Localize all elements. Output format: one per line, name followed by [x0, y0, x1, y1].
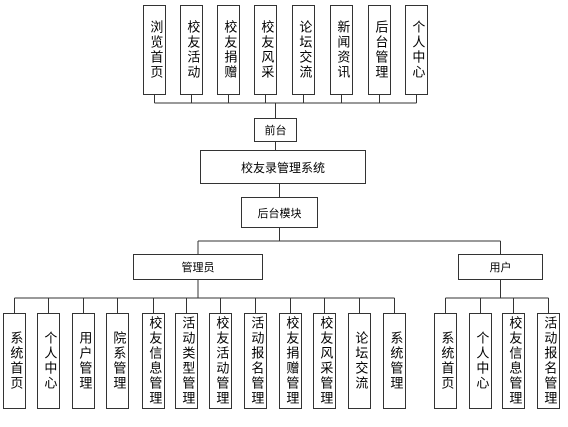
top-module-news: 新闻资讯	[330, 5, 353, 95]
top-module-backend-admin: 后台管理	[368, 5, 391, 95]
admin-module-department-management: 院系管理	[106, 313, 129, 409]
admin-module-activity-type-management: 活动类型管理	[175, 313, 198, 409]
admin-module-system-home: 系统首页	[3, 313, 26, 409]
user-module-alumni-info-management: 校友信息管理	[502, 313, 525, 409]
admin-module-forum: 论坛交流	[348, 313, 371, 409]
system-node: 校友录管理系统	[200, 150, 366, 184]
admin-module-system-management: 系统管理	[383, 313, 406, 409]
top-module-alumni-showcase: 校友风采	[254, 5, 277, 95]
admin-module-alumni-showcase-management: 校友风采管理	[313, 313, 336, 409]
user-module-activity-signup-management: 活动报名管理	[537, 313, 560, 409]
top-module-personal-center: 个人中心	[405, 5, 428, 95]
top-module-alumni-activities: 校友活动	[180, 5, 203, 95]
user-node: 用户	[458, 254, 543, 280]
user-module-system-home: 系统首页	[434, 313, 457, 409]
user-module-personal-center: 个人中心	[469, 313, 492, 409]
admin-module-personal-center: 个人中心	[37, 313, 60, 409]
admin-module-alumni-activity-management: 校友活动管理	[209, 313, 232, 409]
top-module-browse-home: 浏览首页	[143, 5, 166, 95]
admin-module-alumni-donation-management: 校友捐赠管理	[279, 313, 302, 409]
admin-module-alumni-info-management: 校友信息管理	[142, 313, 165, 409]
admin-module-activity-signup-management: 活动报名管理	[244, 313, 267, 409]
admin-module-user-management: 用户管理	[72, 313, 95, 409]
top-module-alumni-donations: 校友捐赠	[217, 5, 240, 95]
front-node: 前台	[254, 118, 297, 142]
top-module-forum: 论坛交流	[292, 5, 315, 95]
backend-node: 后台模块	[241, 197, 318, 228]
admin-node: 管理员	[133, 254, 263, 280]
